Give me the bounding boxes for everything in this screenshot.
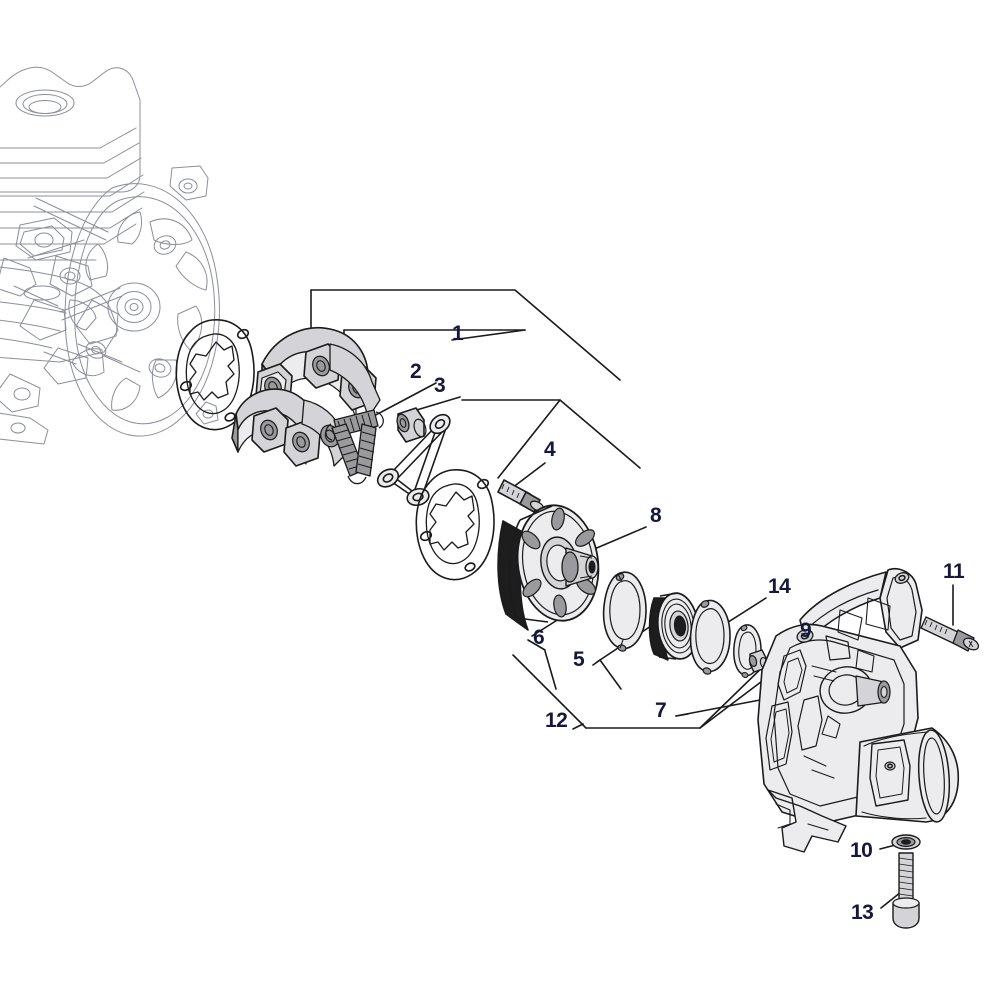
leader-12-tick [572,723,584,730]
clutch-housing [757,568,960,853]
clutch-drum [497,504,600,631]
retaining-ring-inner [602,571,647,652]
leader-7c [675,699,761,717]
leader-8 [591,526,647,551]
clutch-springs [325,409,384,485]
washer-plate-left [175,319,255,431]
callout-9[interactable]: 9 [800,619,812,642]
leader-3 [409,396,461,413]
leader-6-tick-out [527,639,546,651]
callout-14[interactable]: 14 [768,575,791,598]
engine-block-ghost [0,66,220,445]
spline-screw-short [920,616,980,652]
washer-small [891,834,921,850]
clutch-shoe-lower [231,388,349,467]
washer-plate-right [415,469,495,581]
callout-10[interactable]: 10 [850,839,873,862]
leader-1-tick [451,329,526,341]
callout-8[interactable]: 8 [650,504,662,527]
leader-bracket-7-right [699,659,771,729]
leader-bracket-1 [310,289,621,381]
callout-2[interactable]: 2 [410,360,422,383]
callout-13[interactable]: 13 [851,901,874,924]
callout-12[interactable]: 12 [545,709,568,732]
callout-11[interactable]: 11 [943,560,965,583]
collar-screw [497,479,545,513]
leader-2 [369,382,437,419]
spacer-sleeve [396,407,427,443]
retaining-ring-outer-large [689,599,731,675]
callout-6[interactable]: 6 [533,626,545,649]
callout-1[interactable]: 1 [452,322,464,345]
callout-5[interactable]: 5 [573,648,585,671]
callout-7[interactable]: 7 [655,699,667,722]
callout-3[interactable]: 3 [434,374,446,397]
leader-5a [599,659,622,690]
leader-6 [544,650,557,690]
spline-screw-long [892,852,920,929]
leader-bracket-3c [497,399,561,479]
leader-bracket-12-left [512,654,587,729]
leader-4 [511,462,546,489]
callout-4[interactable]: 4 [544,438,556,461]
clutch-linkage [376,413,451,507]
grooved-ball-bearing [648,592,700,661]
